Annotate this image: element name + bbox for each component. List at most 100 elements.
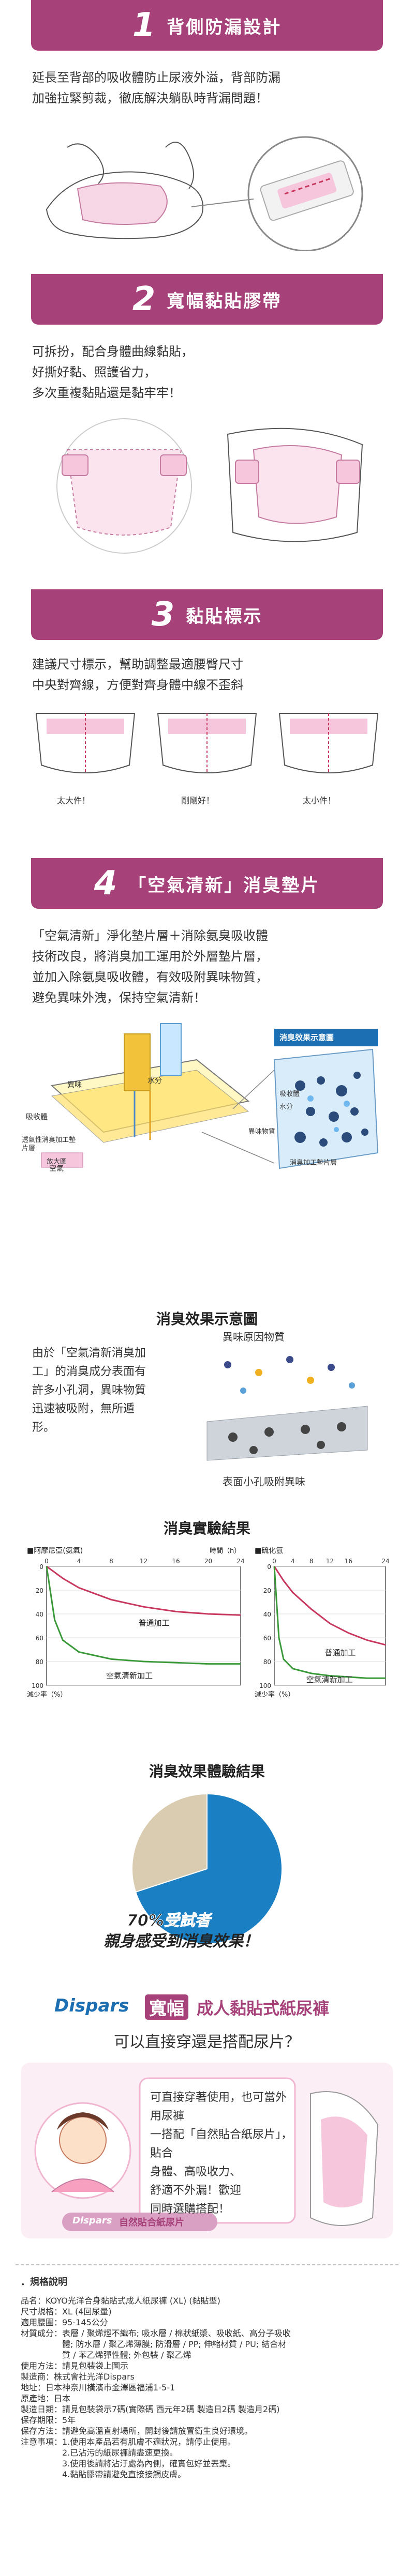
section-2-title: 寬幅黏貼膠帶 [167,291,282,312]
section-1-banner: 1 背側防漏設計 [31,0,383,51]
plot-area [274,1566,386,1686]
promo-badge-brand: Dispars [72,2215,112,2226]
section-1-line: 延長至背部的吸收體防止尿液外溢，背部防漏 [32,70,280,85]
y-tick-label: 20 [36,1587,43,1594]
x-tick-label: 8 [109,1558,113,1565]
section-1-text: 延長至背部的吸收體防止尿液外溢，背部防漏 加強拉緊剪裁，徹底解決躺臥時背漏問題！ [32,67,280,109]
spec-line: 適用腰圍：95-145公分 [21,2318,108,2327]
effect-line: 許多小孔洞，異味物質 [32,1384,146,1397]
spec-line: 3.使用後請將沾汙處為內側，確實包好並丟棄。 [21,2459,236,2468]
spec-line: 品名：KOYO光洋合身黏貼式成人紙尿褲 (XL) (黏貼型) [21,2296,220,2306]
experience-callout-percent: 70%受試者 [127,1912,211,1930]
series-line [273,1566,386,1646]
y-tick-label: 40 [263,1611,271,1618]
y-tick-label: 100 [32,1682,43,1689]
section-2-line: 好撕好黏、照護省力， [32,365,156,379]
spec-line: 保存方法：請避免高溫直射場所，開封後請放置衛生良好環境。 [21,2426,253,2436]
promo-line: 可直接穿著使用，也可當外用尿褲 [150,2091,287,2123]
diagram-badge: 消臭效果示意圖 [279,1033,334,1042]
spec-line: 使用方法：請見包裝袋上圖示 [21,2361,129,2371]
promo-title: 成人黏貼式紙尿褲 [197,1999,330,2018]
diagram-right-label-water: 水分 [279,1103,293,1111]
effect-schematic [197,1344,378,1463]
section-3-text: 建議尺寸標示，幫助調整最適腰臀尺寸 中央對齊線，方便對齊身體中線不歪斜 [32,654,243,695]
spec-line: 4.黏貼膠帶請避免直接接觸皮膚。 [21,2470,186,2479]
spec-heading: ．規格說明 [21,2277,67,2288]
chart-xlabel: 時間（h） [210,1547,241,1555]
section-4-line: 「空氣清新」淨化墊片層＋消除氨臭吸收體 [32,928,268,943]
promo-line: 舒適不外漏！歡迎 [150,2184,242,2197]
size-label-just-right: 剛剛好！ [181,796,215,805]
x-tick-label: 20 [204,1558,212,1565]
series-line [46,1566,241,1665]
promo-badge-text: 自然貼合紙尿片 [119,2217,184,2228]
promo-illustration [21,2063,393,2249]
section-1-illustration [36,116,378,251]
effect-line: 形。 [32,1421,55,1434]
diagram-caption: 消臭加工墊片層 [290,1159,337,1167]
y-tick-label: 100 [259,1682,271,1689]
effect-line: 工」的消臭成分表面有 [32,1365,146,1378]
spec-line: 製造日期：請見包裝袋示7碼(實際碼 西元年2碼 製造日2碼 製造月2碼) [21,2404,280,2414]
effect-bottom-label: 表面小孔吸附異味 [223,1475,305,1488]
section-3-number: 3 [151,596,175,634]
experience-callout-text: 親身感受到消臭效果！ [103,1932,259,1950]
y-tick-label: 20 [263,1587,271,1594]
layer-diagram [31,1013,383,1184]
section-4-banner: 4 「空氣清新」消臭墊片 [31,858,383,909]
section-2-text: 可拆扮，配合身體曲線黏貼， 好撕好黏、照護省力， 多次重複黏貼還是黏牢牢！ [32,341,194,403]
y-tick-label: 60 [263,1635,271,1642]
x-tick-label: 24 [236,1558,244,1565]
x-tick-label: 16 [345,1558,352,1565]
section-2-banner: 2 寬幅黏貼膠帶 [31,274,383,325]
chart-title: ■阿摩尼亞(氨氣) [27,1546,83,1555]
size-label-too-big: 太大件！ [57,796,91,805]
pie-slice [131,1793,208,1893]
section-2-line: 可拆扮，配合身體曲線黏貼， [32,344,194,359]
series-label: 空氣清新加工 [306,1675,353,1684]
spec-line: 地址：日本神奈川橫濱市金澤區福浦1-5-1 [21,2383,175,2392]
diagram-label-zoom: 放大圖 [47,1158,67,1166]
section-4-number: 4 [94,864,117,903]
x-tick-label: 0 [272,1558,276,1565]
diagram-label-absorber: 吸收體 [26,1113,48,1121]
x-tick-label: 12 [326,1558,334,1565]
section-1-line: 加強拉緊剪裁，徹底解決躺臥時背漏問題！ [32,91,268,105]
spec-line: 注意事項：1.使用本產品若有肌膚不適狀況，請停止使用。 [21,2437,236,2447]
spec-line: 質 / 苯乙烯彈性體; 外包裝 / 聚乙烯 [21,2350,191,2360]
promo-text: 可直接穿著使用，也可當外用尿褲 一搭配「自然貼合紙尿片」，貼合 身體、高吸收力、… [150,2089,295,2219]
diagram-right-label-odor: 異味物質 [248,1128,276,1136]
section-4-line: 並加入除氨臭吸收體，有效吸附異味物質， [32,970,268,984]
promo-highlight: 寬幅 [145,1994,188,2020]
diagram-label-odor: 異味 [67,1081,82,1089]
chart-ylabel: 減少率（%） [27,1690,67,1699]
diagram-label-breathable-layer: 透氣性消臭加工墊片層 [22,1136,76,1152]
section-3-title: 黏貼標示 [186,606,263,627]
spec-line: 製造商：株式會社光洋Dispars [21,2372,135,2382]
spec-line: 2.已沾污的紙尿褲請盡速更換。 [21,2448,178,2458]
diagram-right-label-absorber: 吸收體 [279,1090,300,1098]
x-tick-label: 8 [309,1558,314,1565]
spec-list: 品名：KOYO光洋合身黏貼式成人紙尿褲 (XL) (黏貼型)尺寸規格：XL (4… [21,2295,393,2480]
section-1-number: 1 [132,6,156,44]
series-label: 空氣清新加工 [106,1671,153,1681]
section-2-line: 多次重複黏貼還是黏牢牢！ [32,386,181,400]
pie-slice [135,1793,283,1944]
promo-line: 一搭配「自然貼合紙尿片」，貼合 [150,2128,293,2160]
size-label-too-small: 太小件！ [303,796,336,805]
section-4-line: 避免異味外洩，保持空氣清新！ [32,990,206,1005]
spec-line: 尺寸規格：XL (4回尿量) [21,2307,112,2316]
chart-ylabel: 減少率（%） [255,1690,294,1699]
section-4-title: 「空氣清新」消臭墊片 [128,875,320,896]
effect-text: 由於「空氣清新消臭加 工」的消臭成分表面有 許多小孔洞，異味物質 迅速被吸附，無… [32,1344,146,1437]
spec-divider [16,2264,398,2265]
x-tick-label: 0 [45,1558,49,1565]
y-tick-label: 80 [36,1658,43,1666]
experience-pie-chart [124,1786,290,1954]
experience-title: 消臭效果體驗結果 [149,1763,265,1780]
effect-title: 消臭效果示意圖 [156,1310,258,1328]
section-3-line: 建議尺寸標示，幫助調整最適腰臀尺寸 [32,657,243,672]
chart-title: ■硫化氫 [255,1547,283,1555]
